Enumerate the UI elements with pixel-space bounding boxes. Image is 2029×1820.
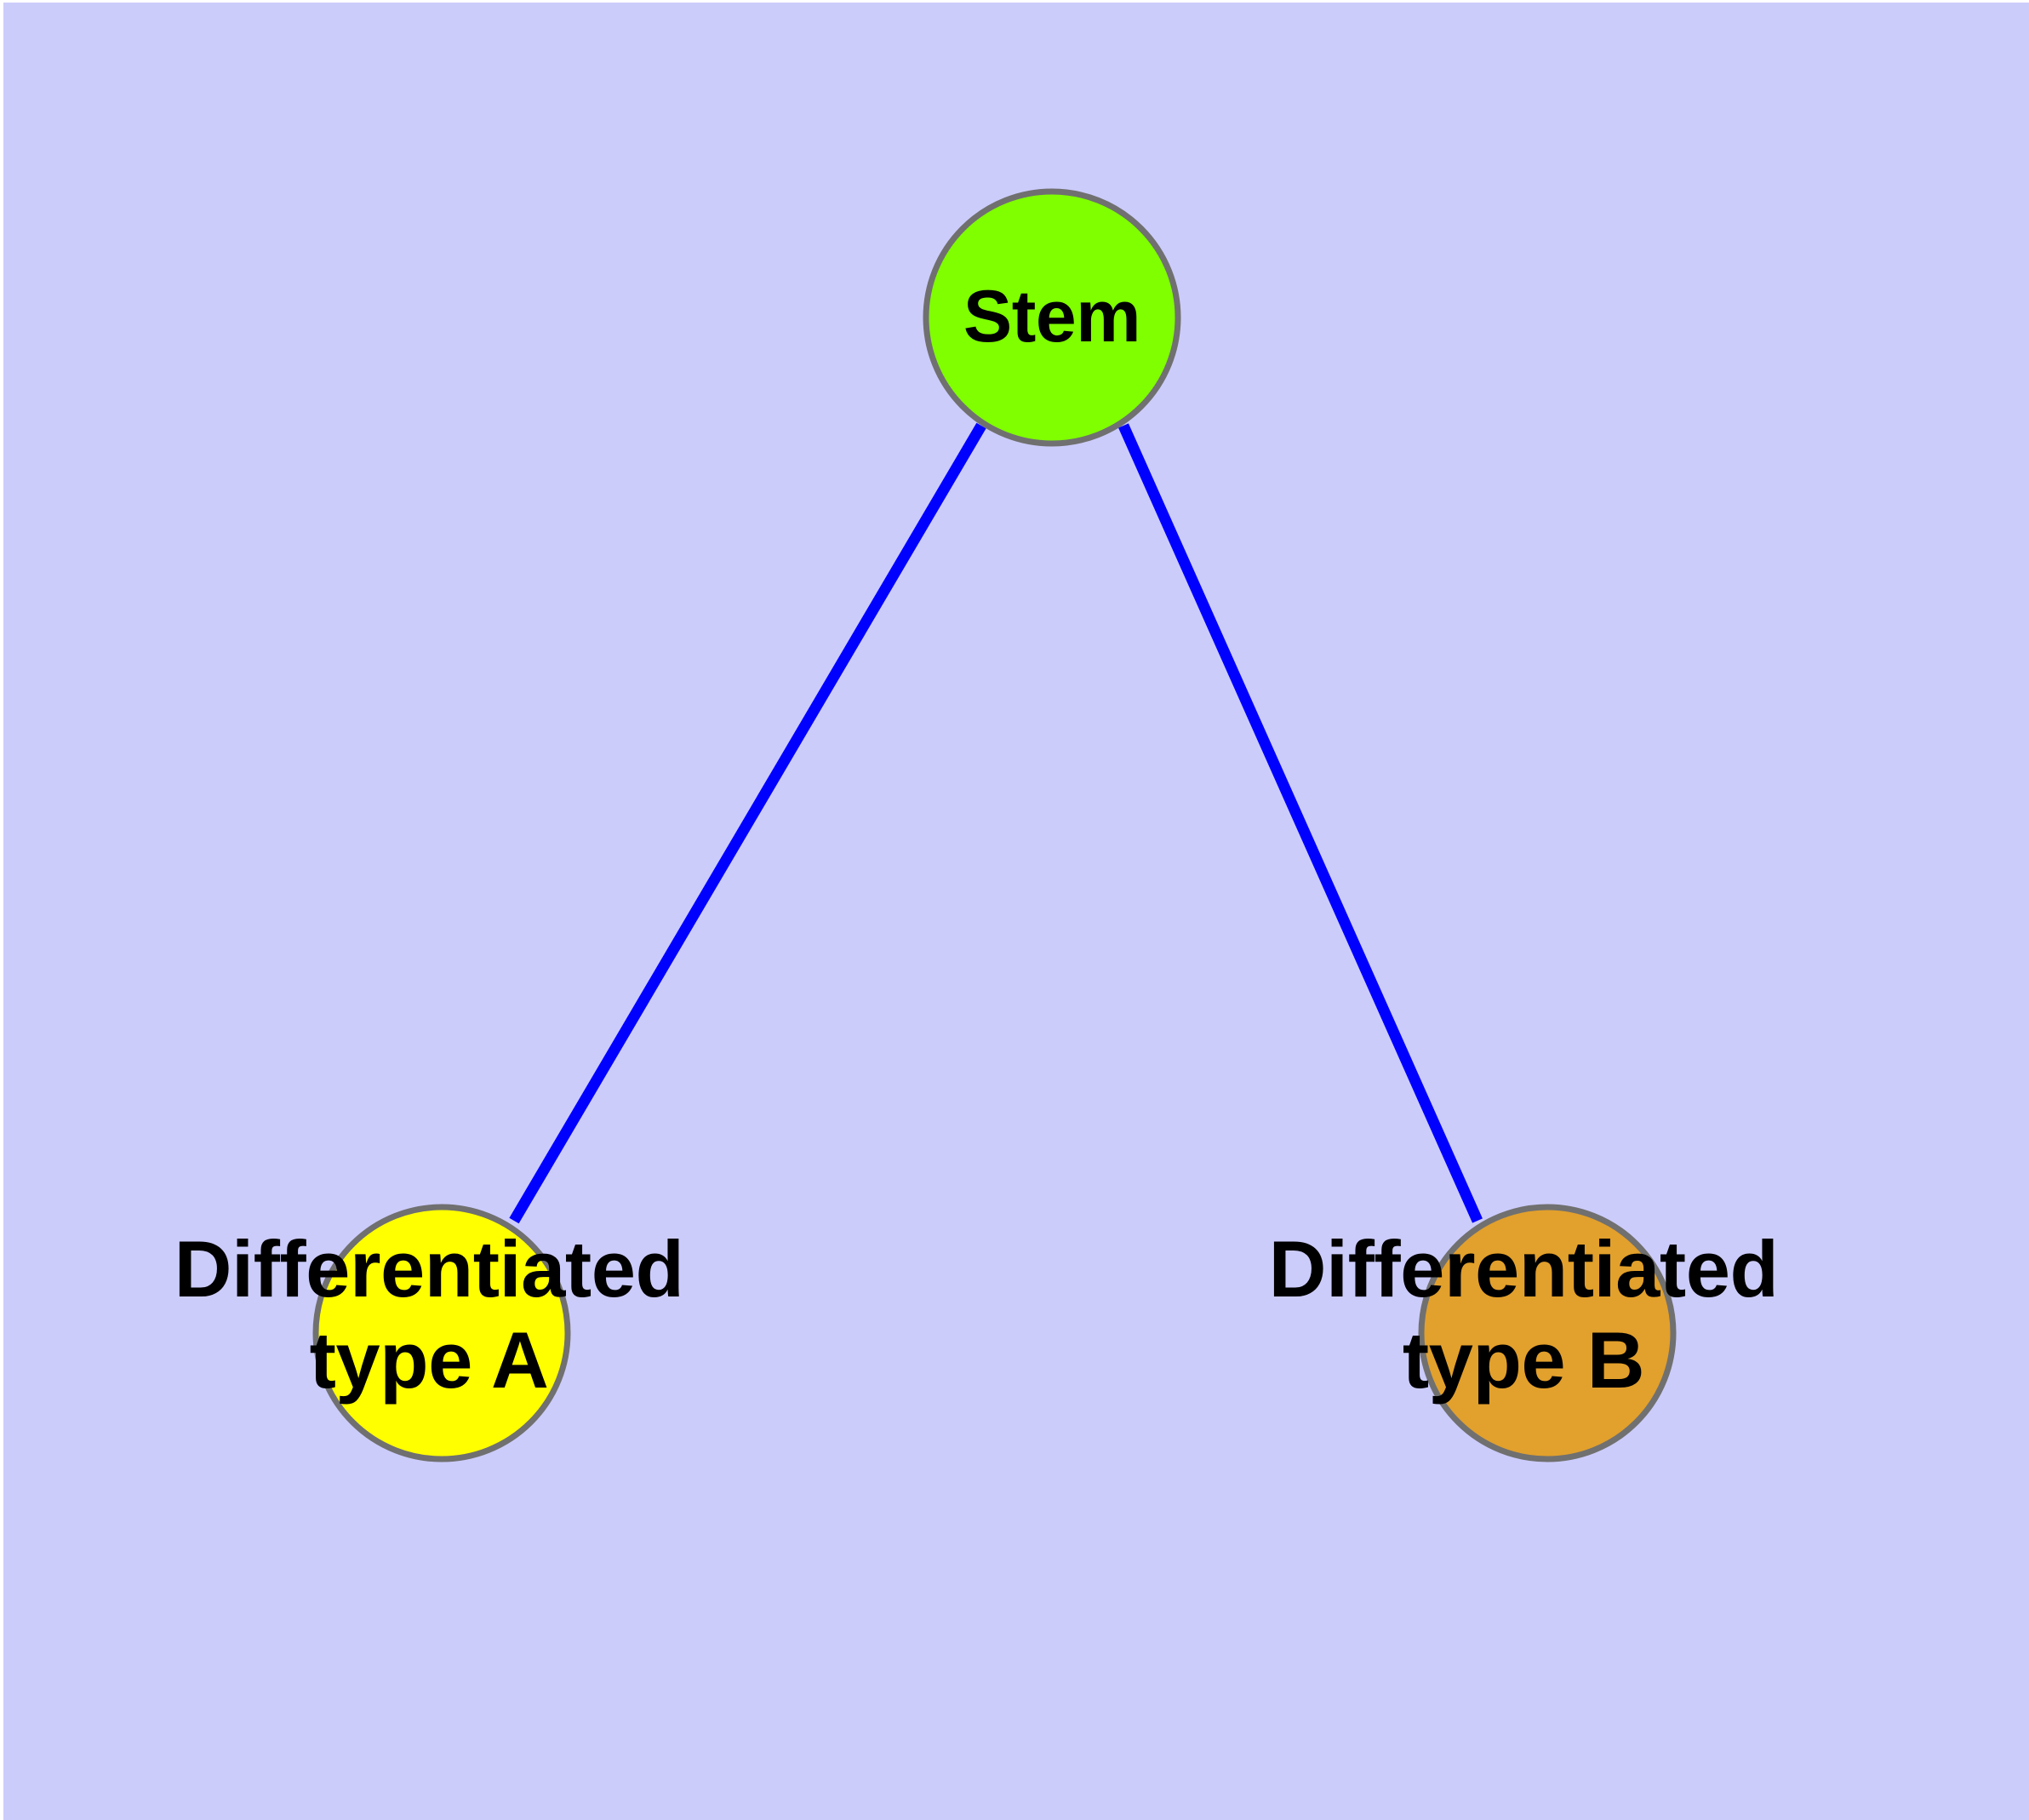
node-label-stem: Stem	[797, 275, 1307, 358]
edge-stem-to-diff-a[interactable]	[509, 422, 986, 1224]
node-label-stem-text: Stem	[963, 276, 1141, 358]
node-stem[interactable]	[923, 188, 1181, 447]
node-differentiated-type-b[interactable]	[1418, 1204, 1677, 1462]
node-label-diff-a-line2: type A	[309, 1315, 549, 1405]
node-layer	[312, 188, 1677, 1462]
edge-layer	[509, 422, 1483, 1224]
node-label-diff-b-line1: Differentiated	[1268, 1224, 1779, 1313]
node-label-diff-a-line1: Differentiated	[174, 1224, 684, 1313]
edge-stem-to-diff-b[interactable]	[1118, 423, 1483, 1223]
node-differentiated-type-a[interactable]	[312, 1204, 571, 1462]
node-label-diff-b-line2: type B	[1402, 1315, 1645, 1405]
